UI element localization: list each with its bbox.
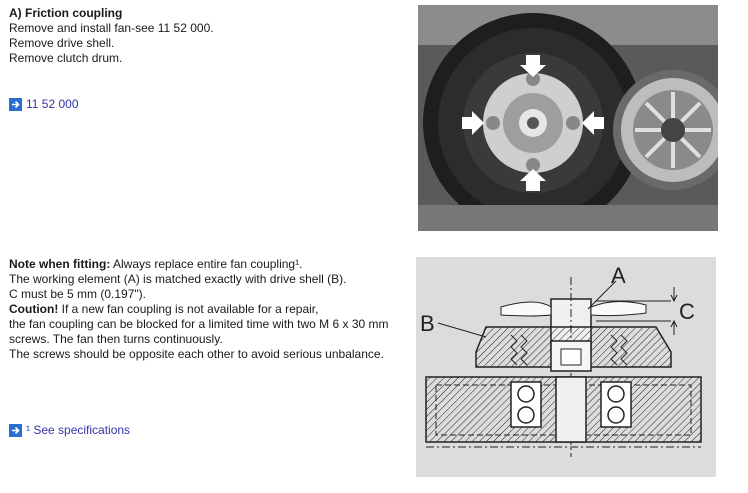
note-line-4: Coution! If a new fan coupling is not av… <box>9 302 389 317</box>
label-b: B <box>420 311 435 336</box>
note-text-1: Always replace entire fan coupling¹. <box>110 257 303 271</box>
caution-text: If a new fan coupling is not available f… <box>58 302 319 316</box>
section-title: A) Friction coupling <box>9 6 123 20</box>
step-3: Remove clutch drum. <box>9 51 123 65</box>
arrow-right-icon <box>9 423 22 437</box>
section-a: A) Friction coupling Remove and install … <box>9 6 214 66</box>
step-2: Remove drive shell. <box>9 36 115 50</box>
coupling-cross-section-diagram: A B C <box>416 257 716 477</box>
footnote-link-row[interactable]: ¹ See specifications <box>9 423 130 437</box>
label-c: C <box>679 299 695 324</box>
note-line-2: The working element (A) is matched exact… <box>9 272 347 286</box>
note-line-6: screws. The fan then turns continuously. <box>9 332 223 346</box>
note-line-5: the fan coupling can be blocked for a li… <box>9 317 389 331</box>
footnote-link[interactable]: ¹ See specifications <box>26 423 131 437</box>
ref-link[interactable]: 11 52 000 <box>26 97 79 111</box>
note-line-3: C must be 5 mm (0.197"). <box>9 287 146 301</box>
ref-link-row[interactable]: 11 52 000 <box>9 97 79 111</box>
step-1: Remove and install fan-see 11 52 000. <box>9 21 214 35</box>
label-a: A <box>611 263 626 288</box>
arrow-right-icon <box>9 97 22 111</box>
note-line-7: The screws should be opposite each other… <box>9 347 384 361</box>
caution-label: Coution! <box>9 302 59 316</box>
note-block: Note when fitting: Always replace entire… <box>9 257 389 362</box>
note-label: Note when fitting: <box>9 257 111 271</box>
fan-coupling-photo <box>418 5 718 231</box>
note-line-1: Note when fitting: Always replace entire… <box>9 257 389 272</box>
